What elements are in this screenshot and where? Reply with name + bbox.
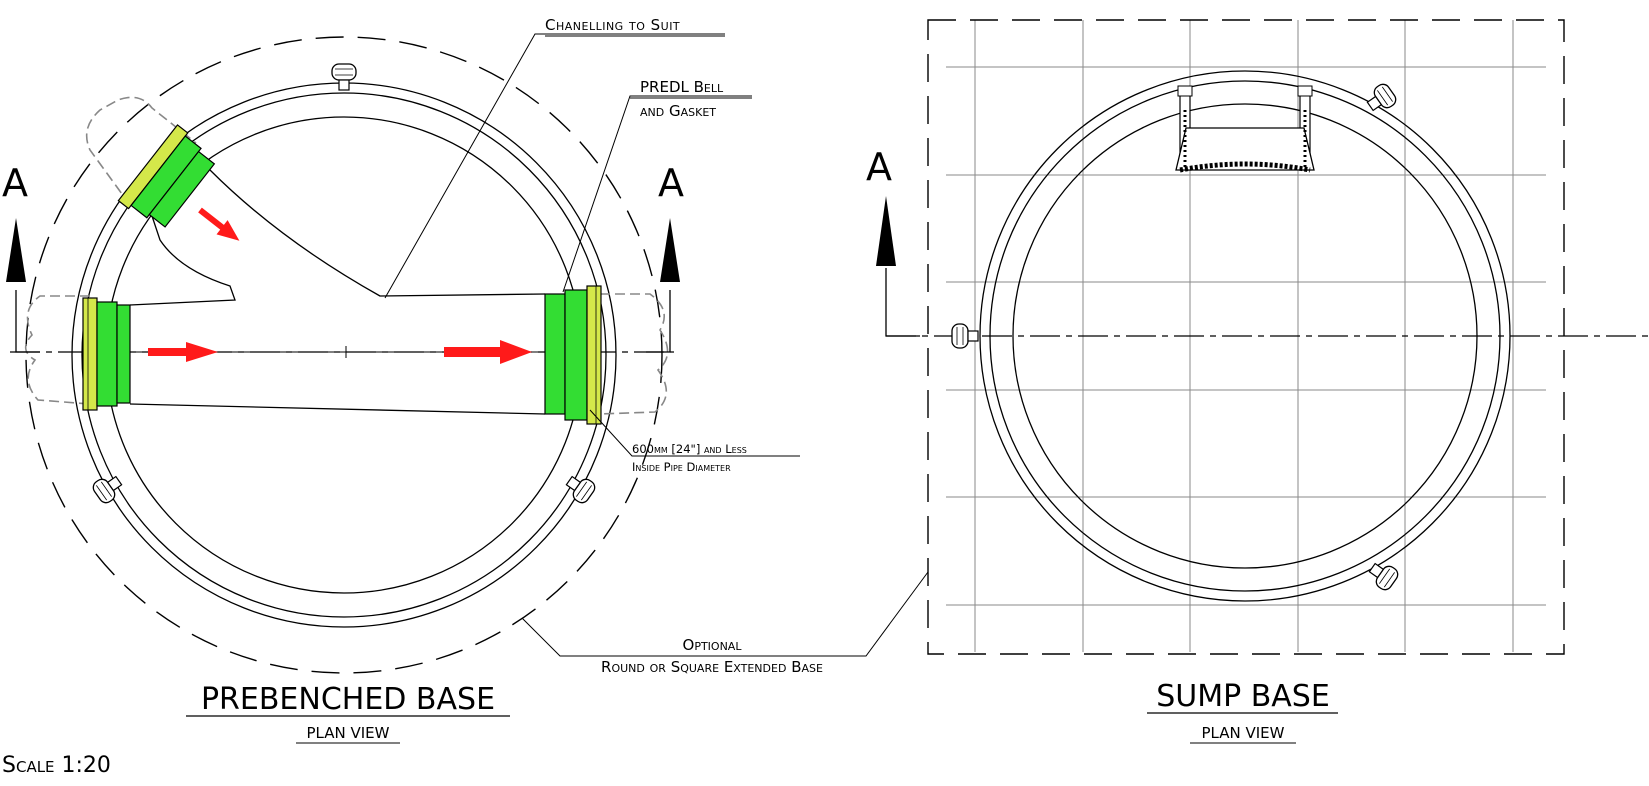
section-a-right: A	[658, 161, 684, 205]
manhole-step-ladder	[1175, 85, 1315, 173]
channelling-leader	[384, 33, 725, 299]
optional-label-line1: Optional	[683, 636, 743, 654]
hidden-pipe-right	[599, 293, 669, 415]
pipe-diameter-line2: Inside Pipe Diameter	[632, 460, 731, 474]
bell-leader	[562, 95, 752, 293]
prebenched-base-drawing	[6, 33, 929, 674]
flow-arrow-right	[444, 340, 532, 364]
lift-anchor-icon	[1362, 80, 1400, 117]
lift-anchor-icon	[331, 63, 357, 91]
pipe-diameter-leader	[589, 409, 800, 457]
optional-base-leader-left	[521, 571, 929, 657]
section-marker-sump	[876, 196, 920, 337]
left-pipe-coupling	[82, 297, 131, 411]
middle-ring	[81, 92, 607, 618]
section-a-left: A	[2, 161, 28, 205]
flow-arrow-angled	[198, 207, 240, 241]
flow-arrow-left	[148, 342, 218, 362]
prebenched-title: PREBENCHED BASE	[201, 682, 495, 717]
prebenched-subtitle: PLAN VIEW	[307, 724, 390, 742]
sump-subtitle: PLAN VIEW	[1202, 724, 1285, 742]
section-marker-right	[646, 218, 680, 353]
angled-pipe-coupling	[117, 124, 216, 228]
hidden-pipe-upper-left	[85, 96, 197, 206]
right-pipe-coupling	[544, 285, 602, 425]
extended-base-outline	[25, 36, 663, 674]
channelling-label: Chanelling to Suit	[545, 16, 680, 34]
square-extended-base	[927, 19, 1565, 655]
bell-label-line2: and Gasket	[640, 102, 716, 120]
bell-label-line1: PREDL Bell	[640, 78, 724, 96]
optional-label-line2: Round or Square Extended Base	[601, 658, 823, 676]
section-a-sump: A	[866, 145, 892, 189]
channelling-lines	[129, 169, 546, 415]
scale-label: Scale 1:20	[2, 753, 111, 778]
section-marker-left	[6, 218, 40, 353]
sump-base-drawing	[876, 19, 1649, 655]
pipe-diameter-line1: 600mm [24"] and Less	[632, 442, 747, 456]
hidden-pipe-left	[24, 295, 91, 405]
lift-anchor-icon	[951, 323, 979, 349]
lift-anchor-icon	[561, 470, 599, 507]
annotations: Chanelling to Suit PREDL Bell and Gasket…	[2, 16, 1338, 778]
lift-anchor-icon	[89, 470, 127, 507]
sump-title: SUMP BASE	[1156, 679, 1330, 714]
